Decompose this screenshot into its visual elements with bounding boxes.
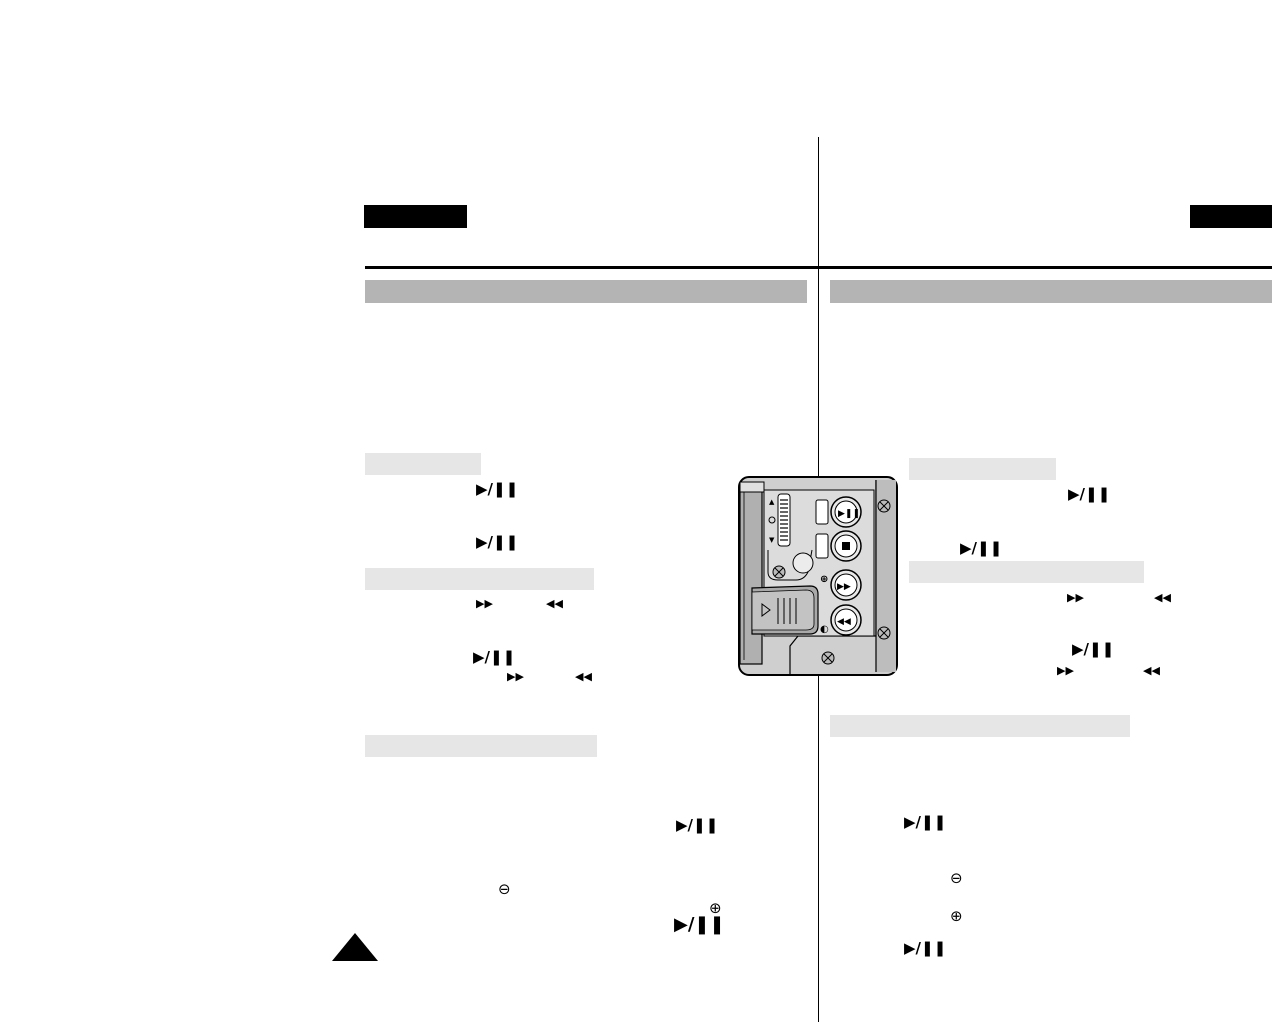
fast-forward-icon: ▶▶ <box>1057 664 1074 677</box>
left-section-bar <box>365 280 807 303</box>
play-pause-button-icon: ▶❚❚ <box>830 496 862 528</box>
left-sub-bar-playback <box>365 453 481 475</box>
right-sub-bar-frame <box>830 715 1130 737</box>
rewind-icon: ◀◀ <box>1143 664 1160 677</box>
right-section-bar <box>830 280 1272 303</box>
right-sub-bar-playback <box>909 458 1056 480</box>
left-sub-bar-search <box>365 568 594 590</box>
minus-icon: ⊖ <box>498 880 511 898</box>
svg-text:▶❚❚: ▶❚❚ <box>838 509 860 519</box>
stop-button-icon <box>830 530 862 562</box>
fast-forward-icon: ▶▶ <box>507 670 524 683</box>
rewind-icon: ◀◀ <box>1154 591 1171 604</box>
left-language-tab <box>364 205 467 228</box>
svg-text:▼: ▼ <box>769 536 775 544</box>
control-panel-illustration: ▲ ▼ ▶❚❚ ▶▶ ◀◀ ⊕ ◐ <box>738 476 898 676</box>
svg-text:⊕: ⊕ <box>820 574 828 585</box>
svg-text:◐: ◐ <box>820 624 829 635</box>
tape-door-icon <box>751 585 819 635</box>
rewind-icon: ◀◀ <box>575 670 592 683</box>
minus-icon: ⊖ <box>950 869 963 887</box>
play-pause-icon: ▶/❚❚ <box>904 813 947 831</box>
right-language-tab <box>1190 205 1272 228</box>
fast-forward-icon: ▶▶ <box>1067 591 1084 604</box>
right-sub-bar-search <box>909 561 1144 583</box>
triangle-icon <box>332 933 378 961</box>
screw-icon <box>877 626 891 640</box>
volume-slider-icon: ▲ ▼ <box>768 493 791 547</box>
play-pause-icon: ▶/❚❚ <box>476 480 519 498</box>
play-pause-icon: ▶/❚❚ <box>476 533 519 551</box>
play-pause-icon: ▶/❚❚ <box>1068 485 1111 503</box>
screw-icon <box>821 651 835 665</box>
screw-icon <box>772 565 786 579</box>
play-pause-icon: ▶/❚❚ <box>674 914 725 935</box>
svg-text:▲: ▲ <box>769 498 775 506</box>
svg-text:▶▶: ▶▶ <box>837 582 851 592</box>
rewind-button-icon: ◀◀ <box>830 604 862 636</box>
play-pause-icon: ▶/❚❚ <box>1072 640 1115 658</box>
play-pause-icon: ▶/❚❚ <box>676 816 719 834</box>
fast-forward-icon: ▶▶ <box>476 597 493 610</box>
screw-icon <box>877 499 891 513</box>
svg-text:◀◀: ◀◀ <box>837 617 851 627</box>
plus-icon: ⊕ <box>950 907 963 925</box>
rewind-icon: ◀◀ <box>546 597 563 610</box>
play-pause-icon: ▶/❚❚ <box>904 939 947 957</box>
plus-icon: ⊕ <box>709 899 722 917</box>
play-pause-icon: ▶/❚❚ <box>960 539 1003 557</box>
play-pause-icon: ▶/❚❚ <box>473 648 516 666</box>
left-sub-bar-frame <box>365 735 597 757</box>
fast-forward-button-icon: ▶▶ <box>830 569 862 601</box>
